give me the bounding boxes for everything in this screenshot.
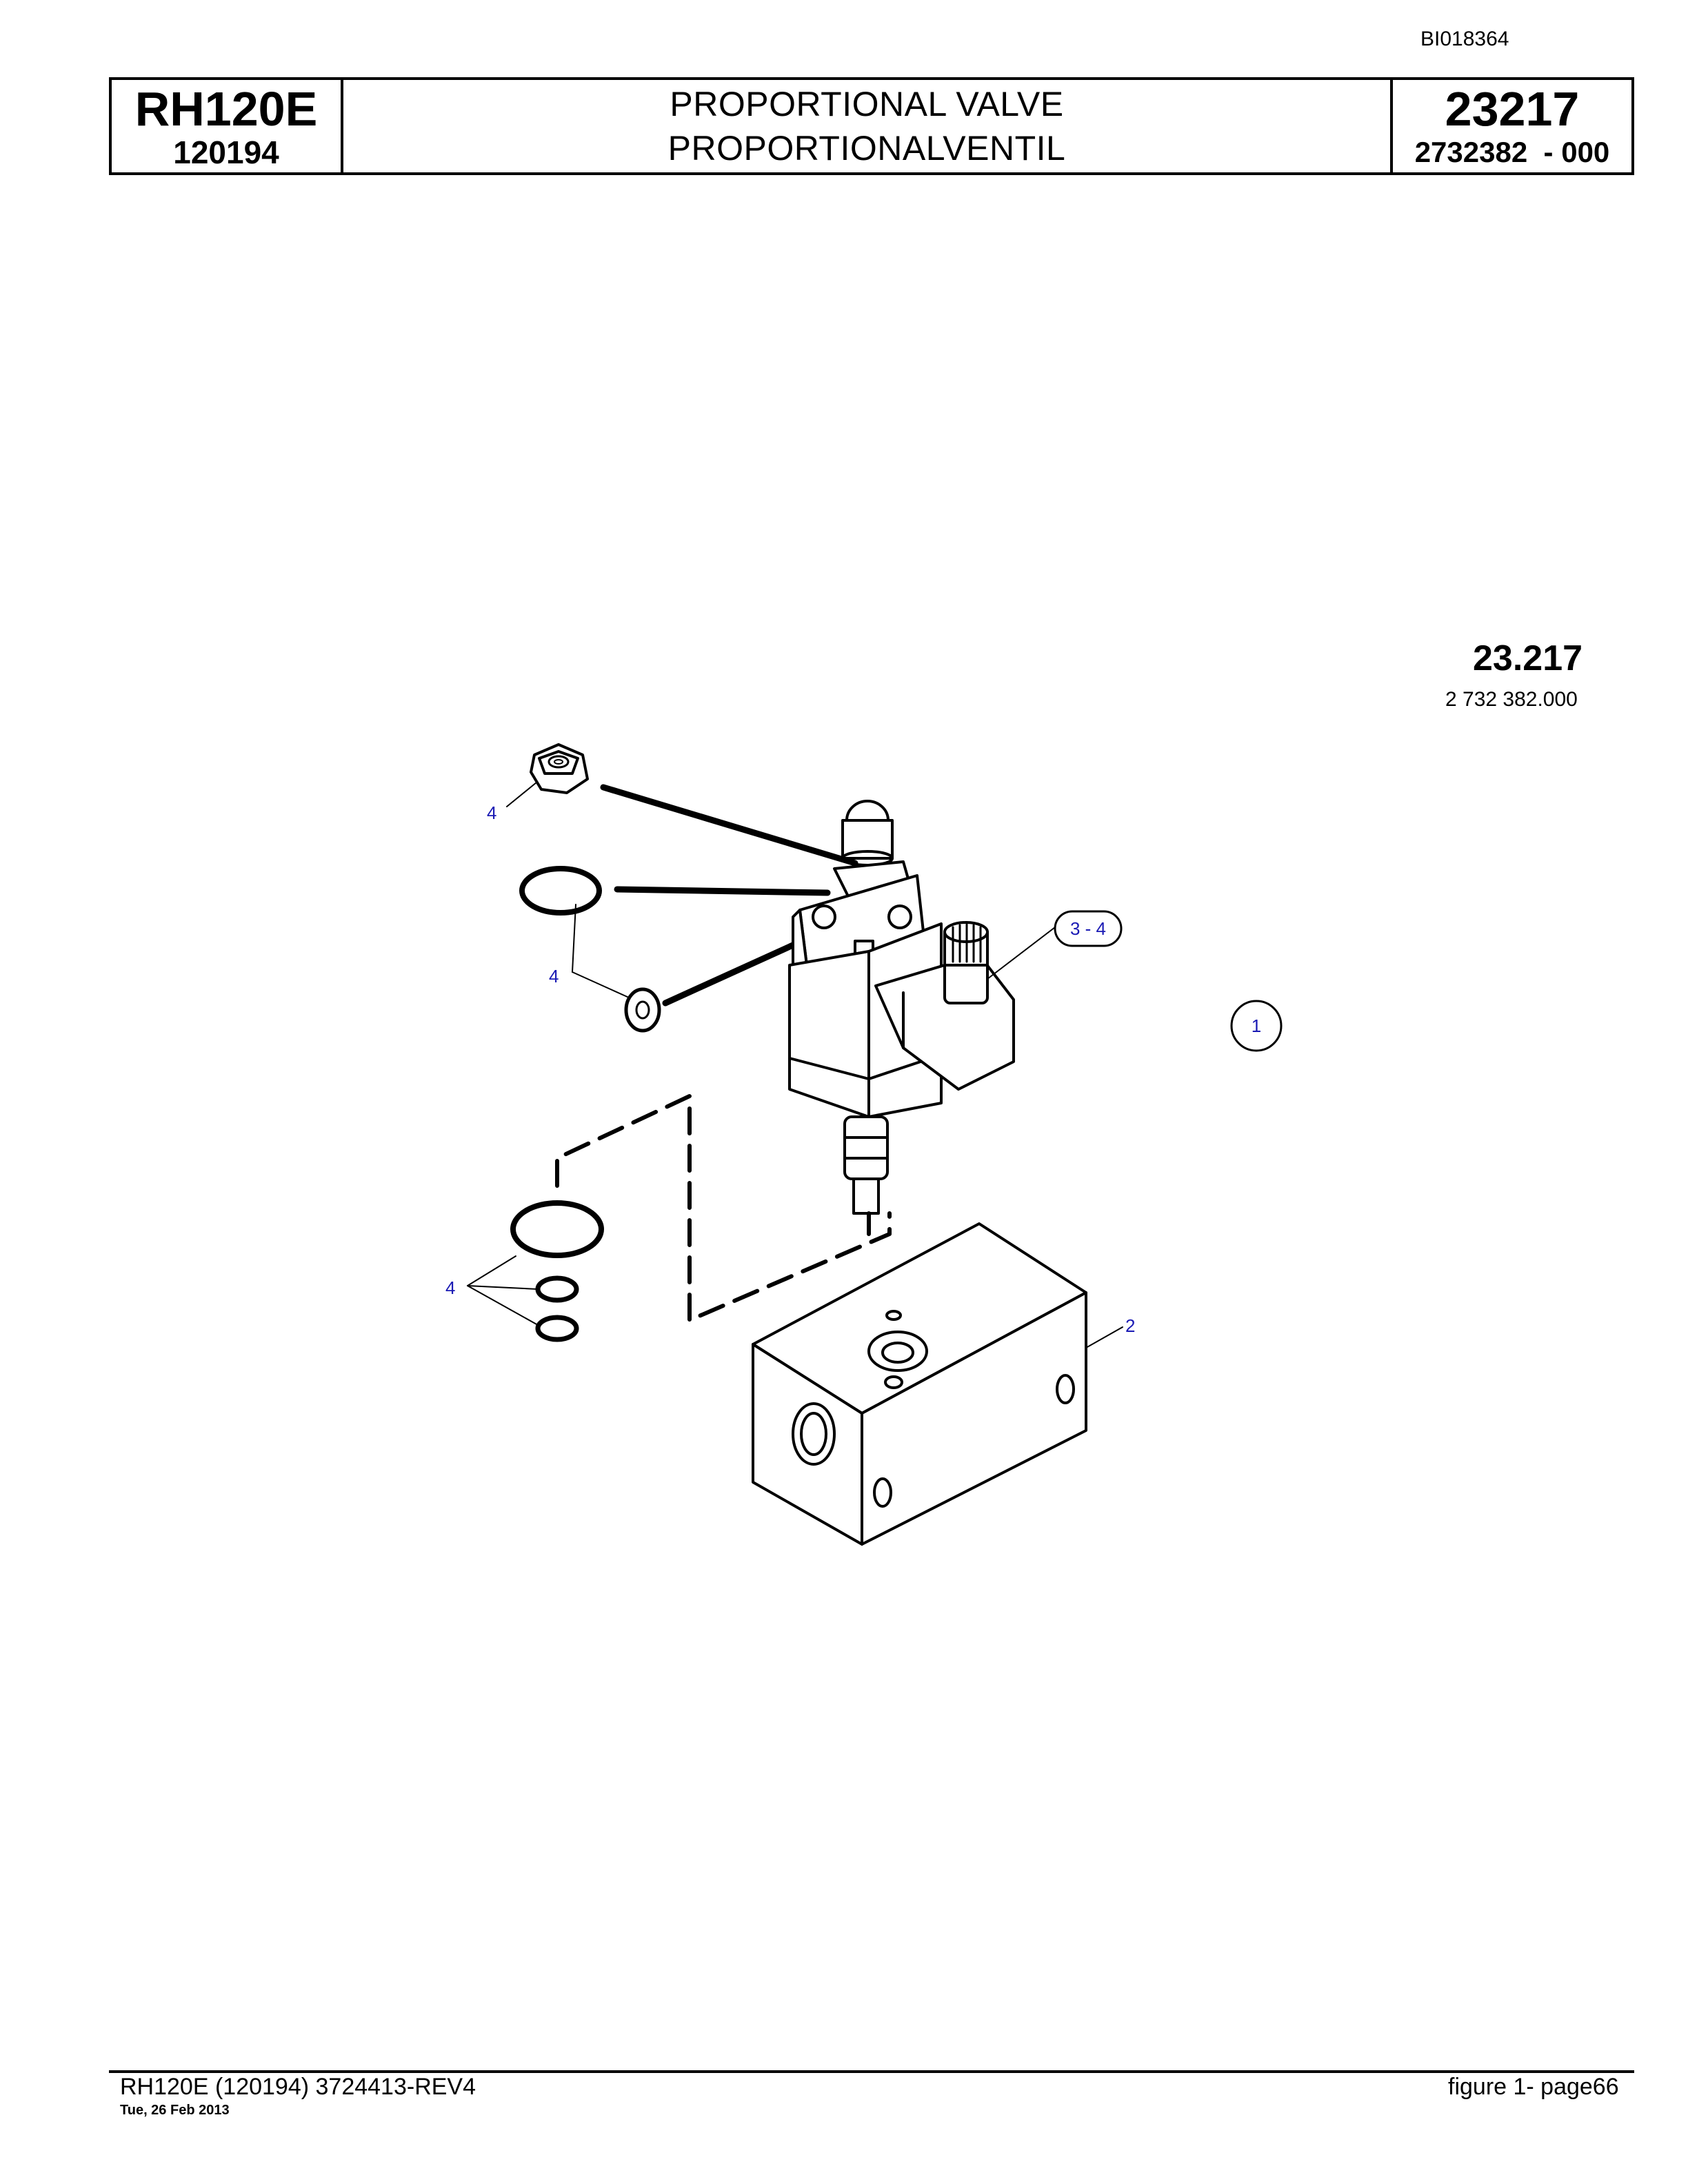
footer-divider	[109, 2070, 1634, 2073]
manifold-block-part	[752, 1222, 1087, 1546]
document-id: BI018364	[1420, 28, 1509, 50]
footer-page-ref: figure 1- page66	[1448, 2074, 1619, 2100]
model-cell: RH120E 120194	[112, 80, 343, 172]
title-english: PROPORTIONAL VALVE	[670, 85, 1064, 123]
washer-part	[624, 987, 661, 1033]
callout-connector: 3 - 4	[1070, 918, 1106, 939]
callout-valve: 1	[1252, 1015, 1261, 1036]
callout-seal-nut: 4	[487, 802, 496, 823]
oring-top-part	[519, 866, 602, 916]
title-block: RH120E 120194 PROPORTIONAL VALVE PROPORT…	[109, 77, 1634, 175]
description-cell: PROPORTIONAL VALVE PROPORTIONALVENTIL	[343, 80, 1393, 172]
group-cell: 23217 2732382 - 000	[1393, 80, 1631, 172]
footer-doc-ref: RH120E (120194) 3724413-REV4	[120, 2074, 476, 2100]
footer-date: Tue, 26 Feb 2013	[120, 2103, 230, 2118]
seal-nut-part	[530, 743, 589, 794]
proportional-valve-part	[788, 800, 1015, 1215]
title-german: PROPORTIONALVENTIL	[667, 129, 1066, 168]
figure-part-label: 2 732 382.000	[1445, 688, 1578, 711]
callout-oring-top: 4	[549, 966, 559, 987]
serial-number: 120194	[173, 134, 279, 170]
figure-group-label: 23.217	[1473, 638, 1583, 678]
callout-orings-bottom: 4	[445, 1277, 455, 1298]
model-name: RH120E	[134, 82, 318, 136]
part-number: 2732382 - 000	[1414, 136, 1610, 168]
group-number: 23217	[1445, 82, 1580, 136]
callout-block: 2	[1125, 1315, 1135, 1336]
